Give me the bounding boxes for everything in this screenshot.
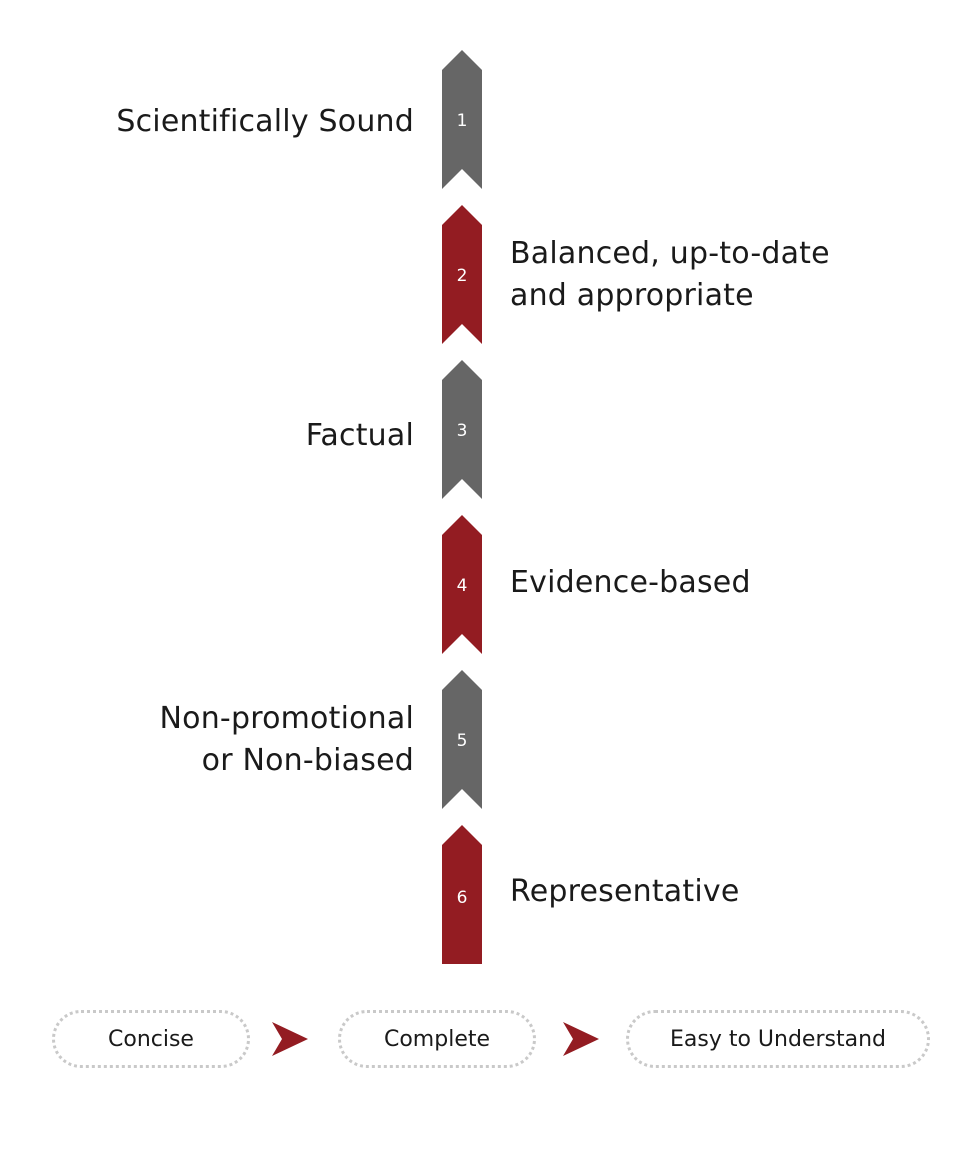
flow-pill-complete-label: Complete <box>383 1026 491 1052</box>
step-segment-6: 6 <box>442 825 482 964</box>
flow-pill-easy-to-understand: Easy to Understand <box>626 1010 930 1068</box>
step-chevron-5 <box>442 670 482 809</box>
step-label-5-line-1: Non-promotional <box>159 701 414 736</box>
chevron-right-icon <box>563 1022 599 1056</box>
step-label-5: Non-promotional or Non-biased <box>160 698 414 782</box>
step-segment-3: 3 <box>442 360 482 499</box>
step-segment-2: 2 <box>442 205 482 344</box>
chevron-right-icon <box>272 1022 308 1056</box>
step-number-1: 1 <box>457 111 468 131</box>
flow-pill-complete: Complete <box>338 1010 536 1068</box>
step-label-4-line-1: Evidence-based <box>510 565 751 600</box>
step-label-3-line-1: Factual <box>305 418 414 453</box>
step-label-6: Representative <box>510 871 740 913</box>
step-label-1-line-1: Scientifically Sound <box>116 104 414 139</box>
step-number-2: 2 <box>457 266 468 286</box>
step-segment-5: 5 <box>442 670 482 809</box>
step-label-5-line-2: or Non-biased <box>201 743 414 778</box>
step-label-2-line-2: and appropriate <box>510 278 754 313</box>
step-label-4: Evidence-based <box>510 562 751 604</box>
step-chevron-3 <box>442 360 482 499</box>
step-chevron-2 <box>442 205 482 344</box>
step-number-5: 5 <box>457 731 468 751</box>
step-segment-1: 1 <box>442 50 482 189</box>
step-label-1: Scientifically Sound <box>116 101 414 143</box>
step-number-3: 3 <box>457 421 468 441</box>
flow-pill-concise-label: Concise <box>108 1026 194 1052</box>
step-label-2-line-1: Balanced, up-to-date <box>510 236 830 271</box>
step-chevron-6 <box>442 825 482 964</box>
step-segment-4: 4 <box>442 515 482 654</box>
step-label-3: Factual <box>306 415 414 457</box>
step-number-4: 4 <box>457 576 468 596</box>
step-chevron-1 <box>442 50 482 189</box>
step-label-6-line-1: Representative <box>510 874 740 909</box>
step-number-6: 6 <box>457 888 468 908</box>
flow-pill-easy-to-understand-label: Easy to Understand <box>669 1026 886 1052</box>
step-label-2: Balanced, up-to-date and appropriate <box>510 233 830 317</box>
step-chevron-4 <box>442 515 482 654</box>
flow-pill-concise: Concise <box>52 1010 250 1068</box>
